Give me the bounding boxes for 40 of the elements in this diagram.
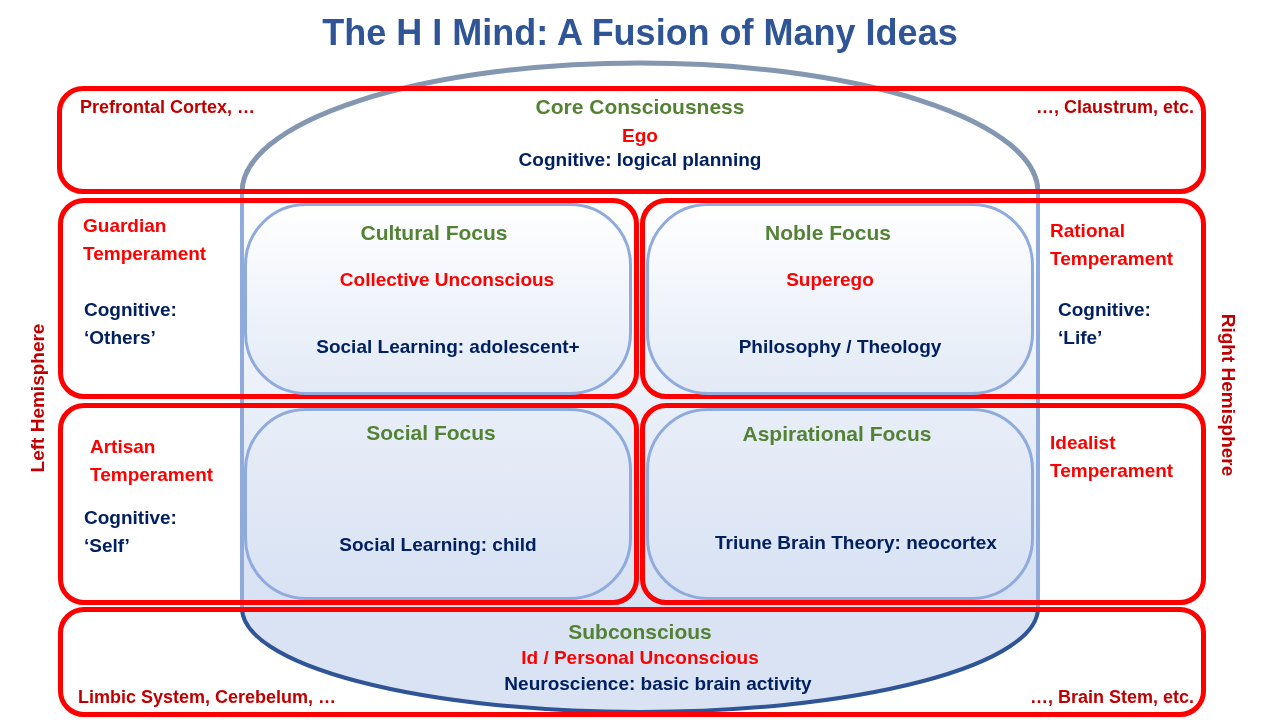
description-text: Social Learning: child	[339, 533, 537, 557]
description-text: Triune Brain Theory: neocortex	[715, 531, 997, 555]
subconscious-heading: Subconscious	[568, 619, 712, 645]
description-text: Social Learning: adolescent+	[316, 335, 580, 359]
brain-region-band	[57, 86, 1206, 194]
focus-heading: Social Focus	[366, 420, 496, 446]
brain-region-label: …, Claustrum, etc.	[1035, 96, 1194, 119]
brain-region-label: Limbic System, Cerebelum, …	[78, 686, 337, 709]
cognitive-label: Cognitive: ‘Self’	[84, 506, 177, 558]
temperament-label: Guardian Temperament	[83, 214, 207, 266]
brain-region-label: …, Brain Stem, etc.	[1029, 686, 1194, 709]
concept-label: Superego	[786, 268, 874, 292]
focus-heading: Aspirational Focus	[742, 421, 932, 447]
focus-heading: Noble Focus	[765, 220, 891, 246]
brain-region-band	[58, 607, 1206, 717]
temperament-label: Rational Temperament	[1050, 219, 1174, 271]
focus-panel	[646, 203, 1034, 395]
focus-panel	[646, 408, 1034, 600]
description-text: Cognitive: logical planning	[518, 148, 762, 172]
hemisphere-label: Left Hemisphere	[26, 323, 49, 473]
description-text: Philosophy / Theology	[738, 335, 942, 359]
focus-heading: Cultural Focus	[360, 220, 508, 246]
brain-region-label: Prefrontal Cortex, …	[80, 96, 256, 119]
temperament-box	[58, 403, 639, 605]
concept-label: Ego	[622, 124, 658, 148]
cognitive-label: Cognitive: ‘Others’	[84, 298, 177, 350]
focus-panel	[244, 203, 632, 395]
temperament-box	[58, 198, 639, 399]
description-text: Neuroscience: basic brain activity	[504, 672, 812, 696]
hemisphere-label: Right Hemisphere	[1217, 313, 1240, 477]
concept-label: Collective Unconscious	[339, 268, 555, 292]
temperament-label: Idealist Temperament	[1050, 431, 1174, 483]
temperament-box	[640, 198, 1206, 399]
concept-label: Id / Personal Unconscious	[521, 646, 759, 670]
consciousness-heading: Core Consciousness	[535, 94, 745, 120]
cognitive-label: Cognitive: ‘Life’	[1058, 298, 1151, 350]
temperament-box	[640, 403, 1206, 605]
focus-panel	[244, 408, 632, 600]
diagram-title: The H I Mind: A Fusion of Many Ideas	[322, 12, 958, 54]
temperament-label: Artisan Temperament	[90, 435, 214, 487]
